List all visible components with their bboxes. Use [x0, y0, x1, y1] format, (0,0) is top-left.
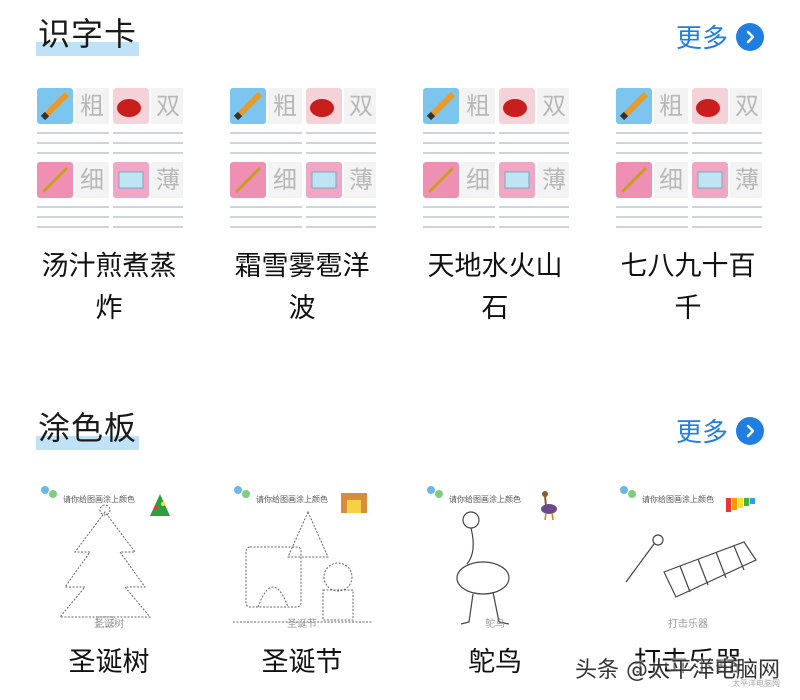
- chevron-right-icon: [736, 22, 764, 51]
- more-button-coloring[interactable]: 更多: [676, 412, 764, 449]
- coloring-card-label: 圣诞节: [261, 647, 343, 678]
- coloring-card-thumbnail: 请你给图画涂上颜色 打击乐器: [614, 482, 762, 632]
- gloves-icon: [499, 88, 535, 124]
- literacy-card-label: 霜雪雾雹洋 波: [234, 251, 370, 324]
- pencil-icon: [230, 88, 266, 124]
- literacy-card-thumbnail: 粗 双 细 薄: [421, 86, 569, 236]
- ostrich-icon: [537, 490, 559, 524]
- watermark: 头条 @太平洋电脑网 太平洋电脑网: [575, 658, 780, 688]
- gloves-icon: [306, 88, 342, 124]
- ice-icon: [692, 162, 728, 198]
- coloring-card-thumbnail: 请你给图画涂上颜色 圣诞节: [228, 482, 376, 632]
- more-button-literacy[interactable]: 更多: [676, 18, 764, 55]
- pencil-icon: [37, 88, 73, 124]
- literacy-card-label: 天地水火山 石: [427, 251, 563, 324]
- literacy-card-thumbnail: 粗 双 细 薄: [614, 86, 762, 236]
- pencil-icon: [423, 88, 459, 124]
- balloons-icon: [233, 486, 373, 623]
- literacy-card-thumbnail: 粗 双 细 薄: [228, 86, 376, 236]
- literacy-cards-section: 识字卡 更多 粗 双 细 薄 汤汁煎煮蒸 炸 粗 双 细 薄 霜雪雾雹洋 波: [35, 14, 764, 324]
- xylophone-icon: [724, 492, 756, 520]
- coloring-card-label: 打击乐器: [634, 647, 742, 678]
- coloring-card-thumbnail: 请你给图画涂上颜色 圣诞树: [35, 482, 183, 632]
- thin-stick-icon: [423, 162, 459, 198]
- thin-stick-icon: [37, 162, 73, 198]
- gloves-icon: [113, 88, 149, 124]
- coloring-board-section: 涂色板 更多 请你给图画涂上颜色 圣诞树 圣诞树: [0, 400, 800, 700]
- literacy-card-thumbnail: 粗 双 细 薄: [35, 86, 183, 236]
- coloring-card-label: 圣诞树: [68, 647, 150, 678]
- section-title-literacy: 识字卡: [36, 14, 140, 56]
- section-title-coloring: 涂色板: [36, 408, 140, 450]
- balloons-icon: [620, 486, 757, 598]
- thin-stick-icon: [616, 162, 652, 198]
- thin-stick-icon: [230, 162, 266, 198]
- chevron-right-icon: [736, 416, 764, 445]
- balloons-icon: [41, 486, 152, 628]
- gloves-icon: [692, 88, 728, 124]
- christmas-tree-icon: [147, 492, 173, 524]
- ice-icon: [306, 162, 342, 198]
- coloring-card-label: 鸵鸟: [468, 647, 522, 678]
- pencil-icon: [616, 88, 652, 124]
- literacy-card-label: 七八九十百 千: [620, 251, 756, 324]
- ice-icon: [113, 162, 149, 198]
- fireplace-icon: [340, 492, 368, 518]
- coloring-card-thumbnail: 请你给图画涂上颜色 鸵鸟: [421, 482, 569, 632]
- literacy-card-label: 汤汁煎煮蒸 炸: [41, 251, 177, 324]
- balloons-icon: [427, 486, 510, 625]
- ice-icon: [499, 162, 535, 198]
